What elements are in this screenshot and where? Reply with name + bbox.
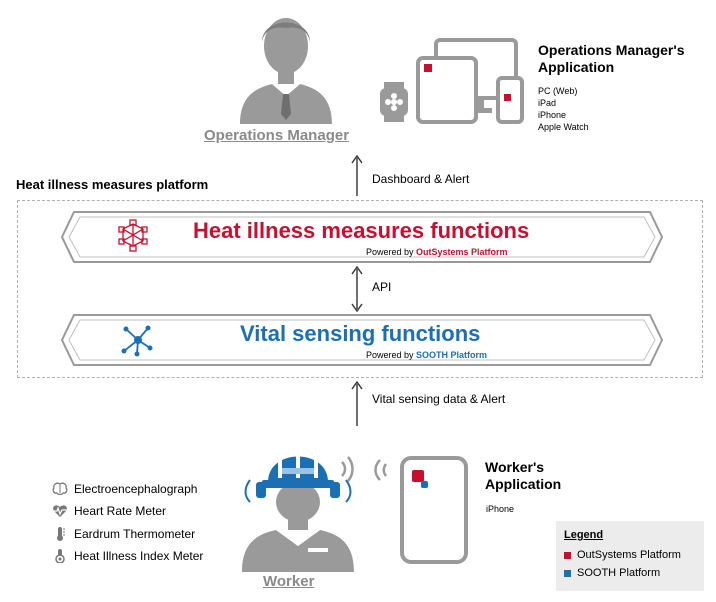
vital-data-label: Vital sensing data & Alert [372,392,506,406]
sensor-label: Heart Rate Meter [74,504,167,518]
worker-label: Worker [263,573,315,590]
sensor-item: Electroencephalograph [52,482,197,496]
platform-boundary [17,200,703,378]
index-meter-icon [55,549,65,563]
sensor-item: Eardrum Thermometer [52,527,195,541]
worker-phone-icon [374,456,468,564]
sooth-name: SOOTH Platform [416,350,488,360]
manager-app-title-line1: Operations Manager's [538,42,685,58]
operations-manager-label: Operations Manager [204,127,350,144]
manager-app-title: Operations Manager's Application [538,42,684,76]
heart-rate-icon [53,505,67,517]
worker-app-title: Worker's Application [485,459,561,493]
sensor-item: Heat Illness Index Meter [52,549,203,563]
outsystems-name: OutSystems Platform [416,247,508,257]
legend-label: SOOTH Platform [577,567,661,579]
worker-app-title-line2: Application [485,476,562,492]
worker-device-item: iPhone [486,504,515,514]
api-arrow [351,266,363,312]
legend-swatch [564,569,571,577]
heat-functions-banner [60,211,664,263]
vital-data-arrow [351,380,363,426]
device-item: Apple Watch [538,122,589,132]
devices-icon [380,38,524,124]
brain-icon [52,482,68,496]
device-item: iPad [538,98,557,108]
heat-functions-title: Heat illness measures functions [193,218,530,243]
platform-title: Heat illness measures platform [16,177,209,192]
legend-title: Legend [564,529,604,541]
powered-by-prefix: Powered by [366,247,417,257]
dashboard-alert-label: Dashboard & Alert [372,172,470,186]
device-item: iPhone [538,110,567,120]
heat-powered-by: Powered by OutSystems Platform [366,247,508,257]
cube-network-icon [118,219,148,252]
api-label: API [372,280,392,294]
vital-functions-banner [60,314,664,366]
sensor-label: Heat Illness Index Meter [74,549,204,563]
operations-manager-icon [240,18,332,124]
legend-swatch [564,551,571,559]
vital-functions-title: Vital sensing functions [240,321,481,346]
powered-by-prefix: Powered by [366,350,417,360]
vital-powered-by: Powered by SOOTH Platform [366,350,487,360]
legend-item-sooth: SOOTH Platform [564,567,660,579]
device-item: PC (Web) [538,86,578,96]
legend-item-outsystems: OutSystems Platform [564,549,681,561]
legend-label: OutSystems Platform [577,549,681,561]
manager-device-list: PC (Web) iPad iPhone Apple Watch [538,85,589,133]
legend: Legend OutSystems Platform SOOTH Platfor… [556,521,704,591]
thermometer-icon [57,527,65,541]
sensor-label: Electroencephalograph [74,482,198,496]
worker-icon [242,452,354,572]
dashboard-arrow [351,154,363,196]
worker-app-title-line1: Worker's [485,459,545,475]
sensor-item: Heart Rate Meter [52,504,166,518]
sensor-label: Eardrum Thermometer [74,527,196,541]
manager-app-title-line2: Application [538,59,615,75]
network-node-icon [121,325,153,357]
